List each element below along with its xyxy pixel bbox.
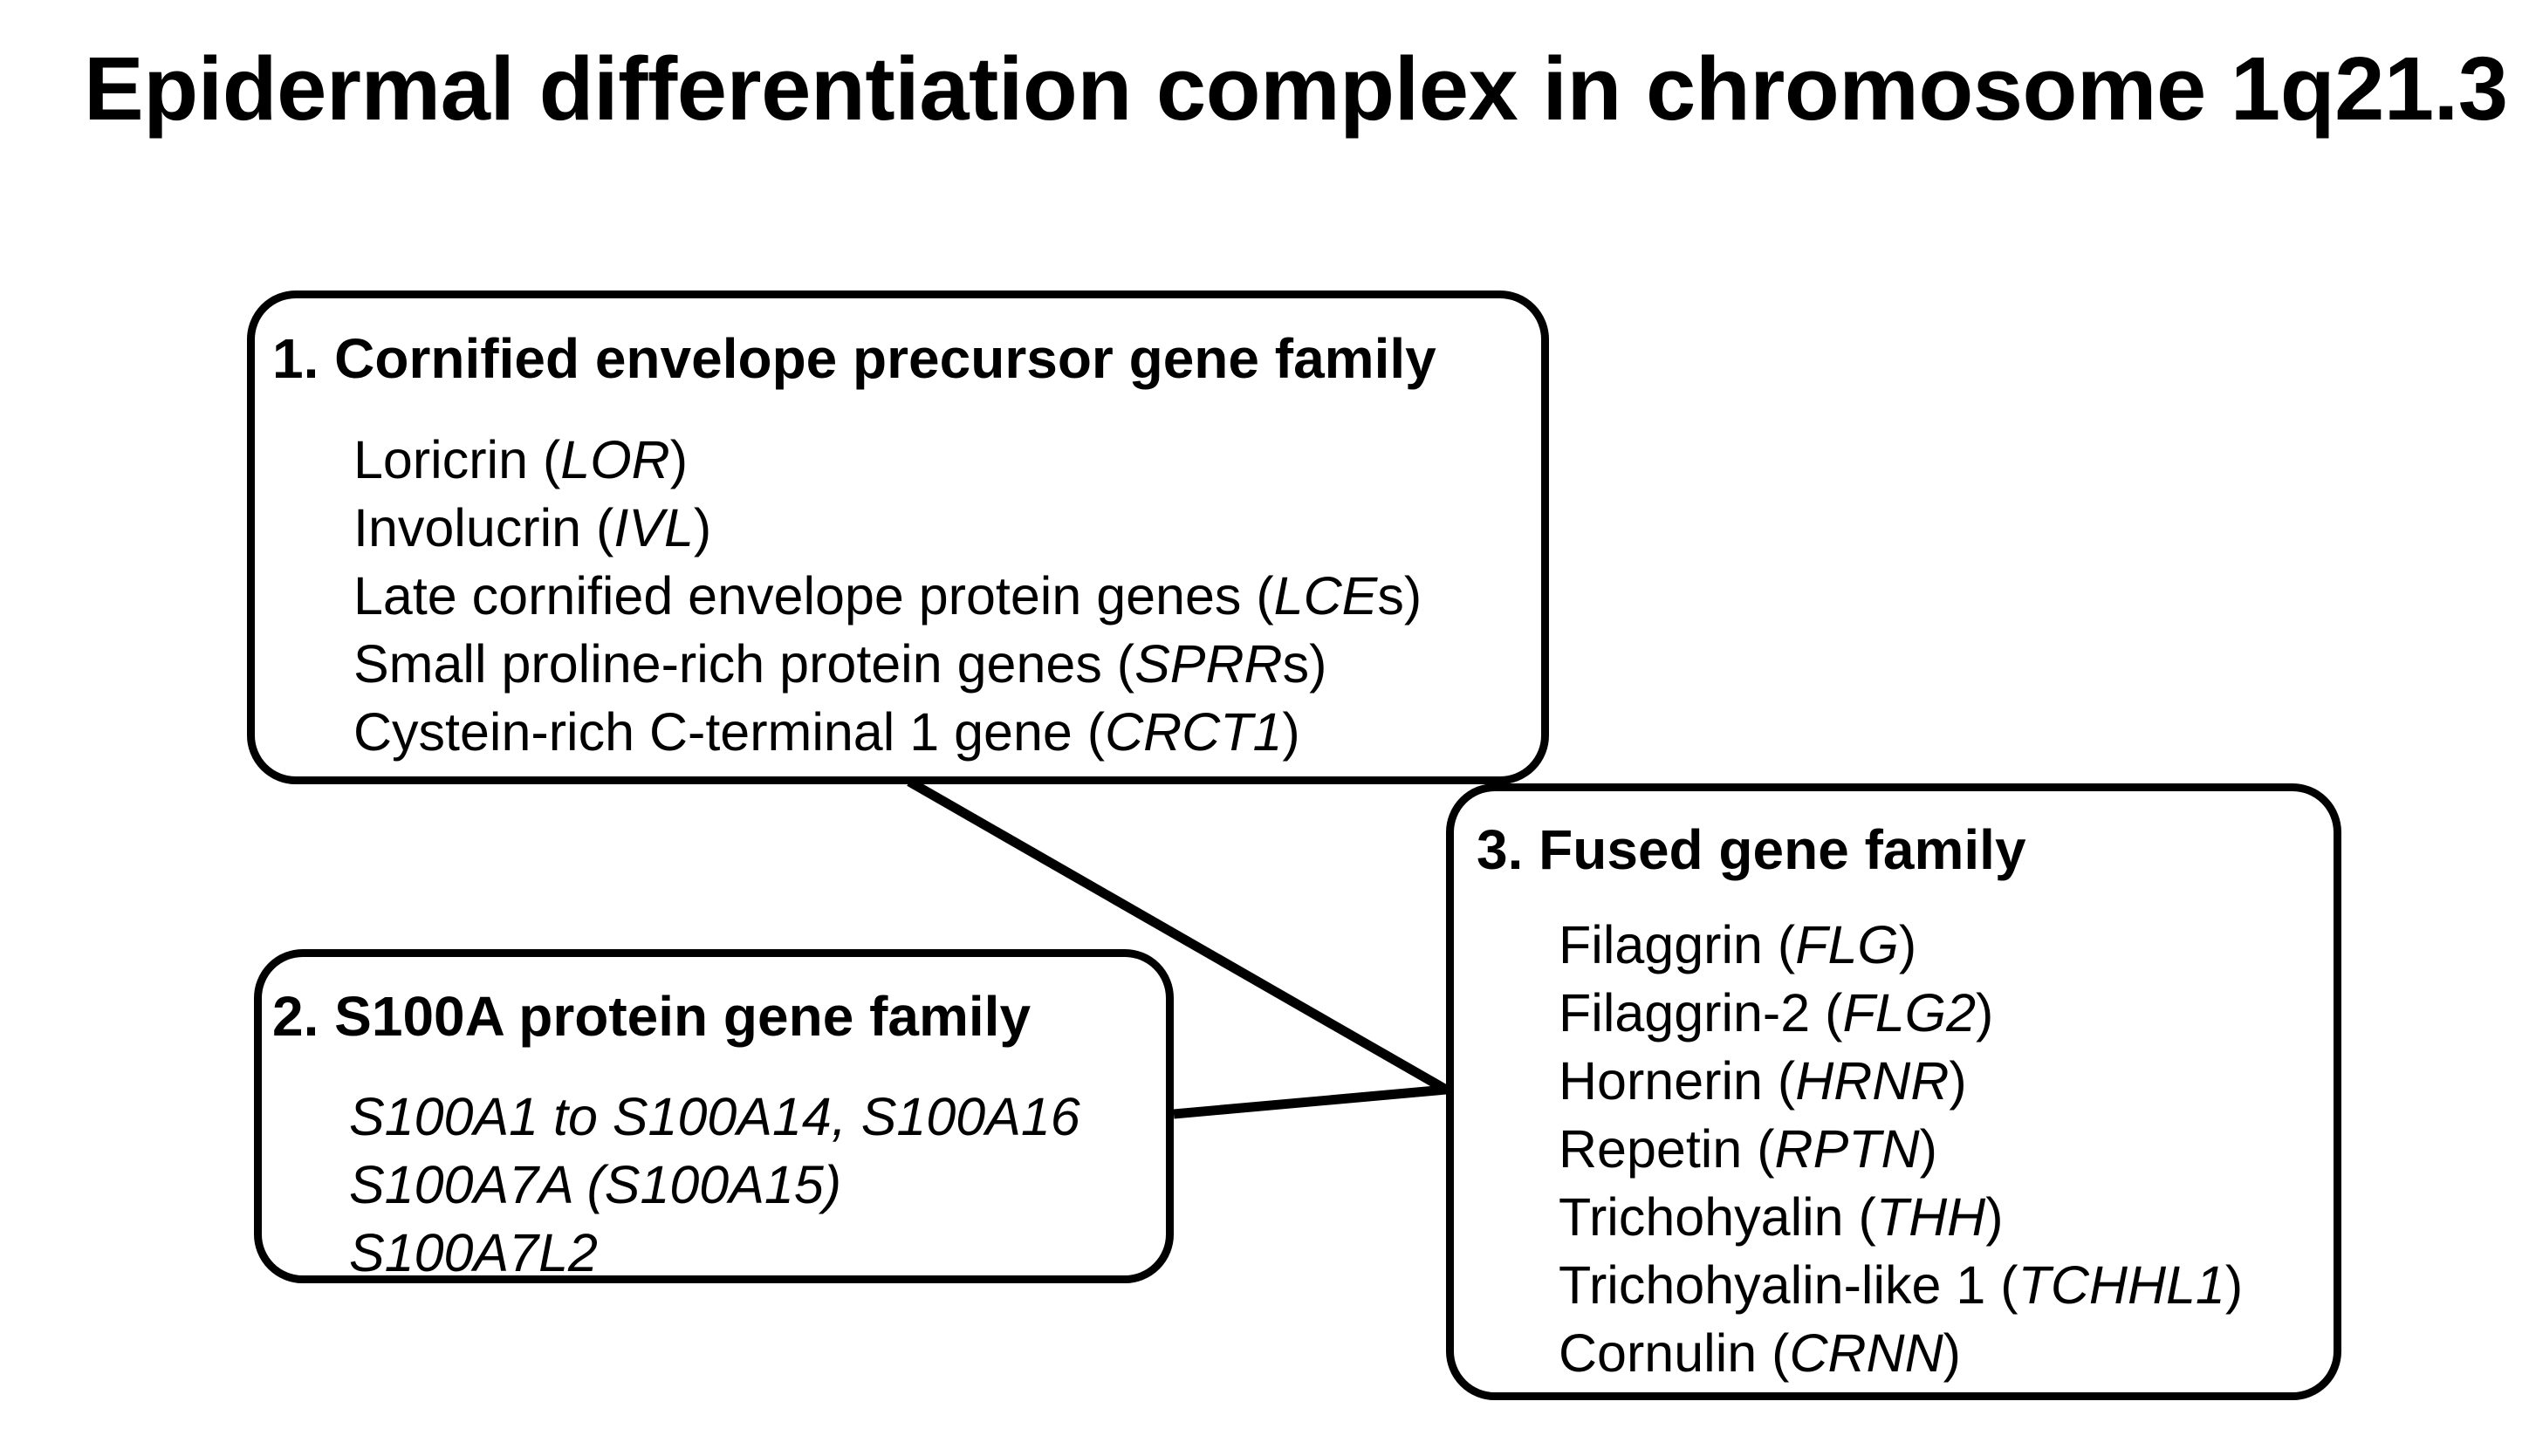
box-3-heading: 3. Fused gene family	[1477, 818, 2026, 881]
gene-symbol: IVL	[613, 498, 694, 557]
gene-symbol: FLG	[1795, 915, 1899, 974]
gene-symbol: RPTN	[1774, 1119, 1920, 1179]
list-item: Cystein-rich C-terminal 1 gene (CRCT1)	[353, 702, 1300, 762]
list-item: S100A7A (S100A15)	[349, 1155, 842, 1214]
box-1-gene-list: Loricrin (LOR) Involucrin (IVL) Late cor…	[353, 426, 1422, 766]
list-item: Trichohyalin (THH)	[1559, 1187, 2004, 1247]
gene-symbol: SPRR	[1134, 634, 1283, 694]
box-2-heading: 2. S100A protein gene family	[272, 985, 1031, 1048]
list-item: Cornulin (CRNN)	[1559, 1323, 1961, 1383]
list-item: Hornerin (HRNR)	[1559, 1051, 1967, 1111]
list-item: S100A1 to S100A14, S100A16	[349, 1087, 1080, 1146]
list-item: S100A7L2	[349, 1223, 598, 1282]
gene-symbol: FLG2	[1842, 983, 1976, 1042]
list-item: Filaggrin-2 (FLG2)	[1559, 983, 1994, 1042]
gene-symbol: THH	[1875, 1187, 1986, 1247]
list-item: Loricrin (LOR)	[353, 430, 689, 489]
list-item: Involucrin (IVL)	[353, 498, 712, 557]
gene-family-box-2: 2. S100A protein gene family S100A1 to S…	[254, 949, 1174, 1283]
gene-symbol: CRCT1	[1105, 702, 1283, 762]
gene-symbol: CRNN	[1789, 1323, 1943, 1383]
box-3-gene-list: Filaggrin (FLG) Filaggrin-2 (FLG2) Horne…	[1559, 911, 2243, 1387]
list-item: Small proline-rich protein genes (SPRRs)	[353, 634, 1327, 694]
box-2-gene-list: S100A1 to S100A14, S100A16 S100A7A (S100…	[349, 1083, 1080, 1287]
gene-family-box-1: 1. Cornified envelope precursor gene fam…	[247, 291, 1549, 784]
list-item: Late cornified envelope protein genes (L…	[353, 566, 1422, 625]
gene-symbol: TCHHL1	[2018, 1255, 2225, 1315]
gene-symbol: LCE	[1273, 566, 1378, 625]
gene-symbol: HRNR	[1795, 1051, 1950, 1111]
gene-family-box-3: 3. Fused gene family Filaggrin (FLG) Fil…	[1446, 783, 2341, 1400]
page-title: Epidermal differentiation complex in chr…	[84, 38, 2508, 139]
gene-symbol: LOR	[560, 430, 670, 489]
connector-box2-to-box3	[1173, 1084, 1447, 1119]
list-item: Filaggrin (FLG)	[1559, 915, 1917, 974]
list-item: Repetin (RPTN)	[1559, 1119, 1937, 1179]
box-1-heading: 1. Cornified envelope precursor gene fam…	[272, 327, 1436, 390]
list-item: Trichohyalin-like 1 (TCHHL1)	[1559, 1255, 2244, 1315]
